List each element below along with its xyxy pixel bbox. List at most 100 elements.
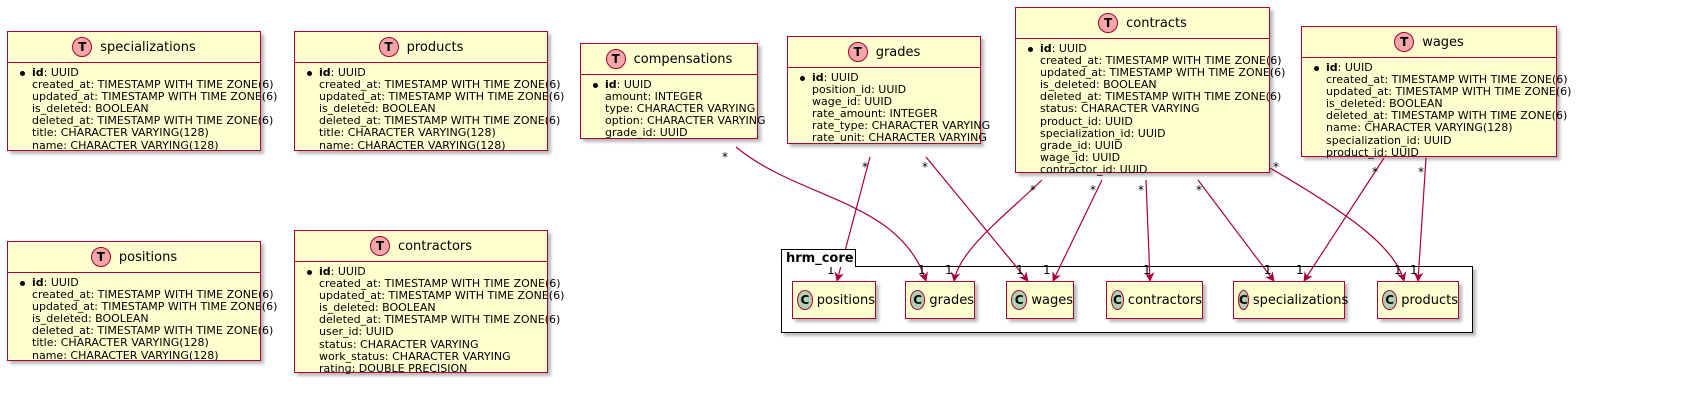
entity-name: specializations [100, 39, 196, 55]
primary-key-icon [20, 71, 25, 76]
field-name: wage_id [1040, 150, 1086, 164]
field-row: contractor_id: UUID [1024, 162, 1269, 176]
field-name: name [1326, 121, 1358, 135]
field-type: : UUID [330, 265, 366, 278]
field-type: : TIMESTAMP WITH TIME ZONE(6) [94, 300, 278, 314]
mult-label: * [722, 150, 728, 164]
mult-label: * [1273, 160, 1279, 174]
field-row: id: UUID [16, 276, 260, 289]
field-type: : UUID [1051, 42, 1087, 55]
field-type: : TIMESTAMP WITH TIME ZONE(6) [381, 90, 565, 104]
field-name: created_at [319, 277, 378, 291]
field-name: id [32, 66, 44, 79]
class-positions[interactable]: C positions [792, 281, 876, 319]
field-type: : BOOLEAN [87, 102, 149, 116]
field-row: id: UUID [16, 66, 260, 79]
field-name: created_at [1040, 54, 1099, 68]
field-row: work_status: CHARACTER VARYING [303, 349, 547, 363]
class-name: wages [1031, 292, 1073, 308]
field-row: amount: INTEGER [589, 91, 757, 103]
link-contracts-wages [1052, 179, 1103, 282]
field-type: : UUID [823, 71, 859, 84]
field-type: : TIMESTAMP WITH TIME ZONE(6) [90, 324, 274, 338]
field-name: id [32, 276, 44, 289]
primary-key-icon [20, 281, 25, 286]
field-type: : BOOLEAN [374, 102, 436, 116]
field-row: title: CHARACTER VARYING(128) [16, 337, 260, 349]
field-type: : UUID [871, 83, 907, 97]
mult-label: 1 [827, 263, 835, 277]
field-type: : UUID [1383, 145, 1419, 159]
field-type: : CHARACTER VARYING [1073, 102, 1200, 116]
field-name: updated_at [319, 90, 382, 104]
class-products[interactable]: C products [1377, 281, 1459, 319]
field-name: id [1326, 61, 1338, 74]
primary-key-icon [1028, 47, 1033, 52]
field-type: : UUID [1416, 133, 1452, 147]
field-name: contractor_id [1040, 162, 1113, 176]
field-type: : CHARACTER VARYING [352, 337, 479, 351]
class-icon: C [910, 290, 926, 310]
field-row: is_deleted: BOOLEAN [303, 302, 547, 314]
field-row: deleted_at: TIMESTAMP WITH TIME ZONE(6) [303, 313, 560, 327]
field-type: : TIMESTAMP WITH TIME ZONE(6) [1098, 90, 1282, 104]
field-type: : CHARACTER VARYING(128) [63, 138, 219, 152]
primary-key-icon [307, 270, 312, 275]
field-name: is_deleted [32, 102, 88, 116]
class-grades[interactable]: C grades [905, 281, 975, 319]
class-wages[interactable]: C wages [1006, 281, 1074, 319]
field-type: : CHARACTER VARYING [629, 102, 756, 116]
table-icon: T [378, 37, 399, 57]
class-contractors[interactable]: C contractors [1106, 281, 1203, 319]
class-icon: C [1382, 290, 1398, 310]
link-contracts-contractors [1144, 179, 1155, 282]
field-type: : TIMESTAMP WITH TIME ZONE(6) [94, 90, 278, 104]
field-type: : TIMESTAMP WITH TIME ZONE(6) [1388, 85, 1572, 99]
field-row: created_at: TIMESTAMP WITH TIME ZONE(6) [303, 79, 561, 91]
entity-name: compensations [633, 51, 733, 67]
field-type: : TIMESTAMP WITH TIME ZONE(6) [377, 277, 561, 291]
mult-label: 1 [1264, 263, 1272, 277]
primary-key-icon [800, 76, 805, 81]
field-name: product_id [1040, 114, 1098, 128]
field-name: id [812, 71, 824, 84]
field-type: : INTEGER [882, 107, 938, 121]
entity-name: grades [875, 44, 921, 60]
field-name: work_status [319, 349, 385, 363]
entity-name: products [406, 39, 464, 55]
field-name: deleted_at [319, 313, 378, 327]
field-row: is_deleted: BOOLEAN [1024, 79, 1269, 91]
field-name: name [32, 348, 64, 362]
field-type: : TIMESTAMP WITH TIME ZONE(6) [377, 114, 561, 128]
field-row: product_id: UUID [1024, 114, 1269, 128]
field-name: rating [319, 361, 352, 375]
field-row: title: CHARACTER VARYING(128) [16, 127, 260, 139]
field-row: specialization_id: UUID [1024, 127, 1269, 140]
field-type: : TIMESTAMP WITH TIME ZONE(6) [90, 114, 274, 128]
field-name: rate_type [812, 119, 865, 133]
class-specializations[interactable]: C specializations [1233, 281, 1348, 319]
field-row: name: CHARACTER VARYING(128) [1310, 122, 1556, 134]
field-name: is_deleted [32, 312, 88, 326]
field-type: : CHARACTER VARYING [864, 119, 991, 133]
field-type: : UUID [1337, 61, 1373, 74]
package-name: hrm_core [786, 251, 854, 266]
mult-label: * [1138, 183, 1144, 197]
field-name: title [32, 126, 54, 140]
field-row: deleted_at: TIMESTAMP WITH TIME ZONE(6) [16, 325, 273, 337]
field-type: : UUID [330, 66, 366, 79]
class-icon: C [1238, 290, 1249, 310]
field-name: rate_unit [812, 131, 862, 145]
